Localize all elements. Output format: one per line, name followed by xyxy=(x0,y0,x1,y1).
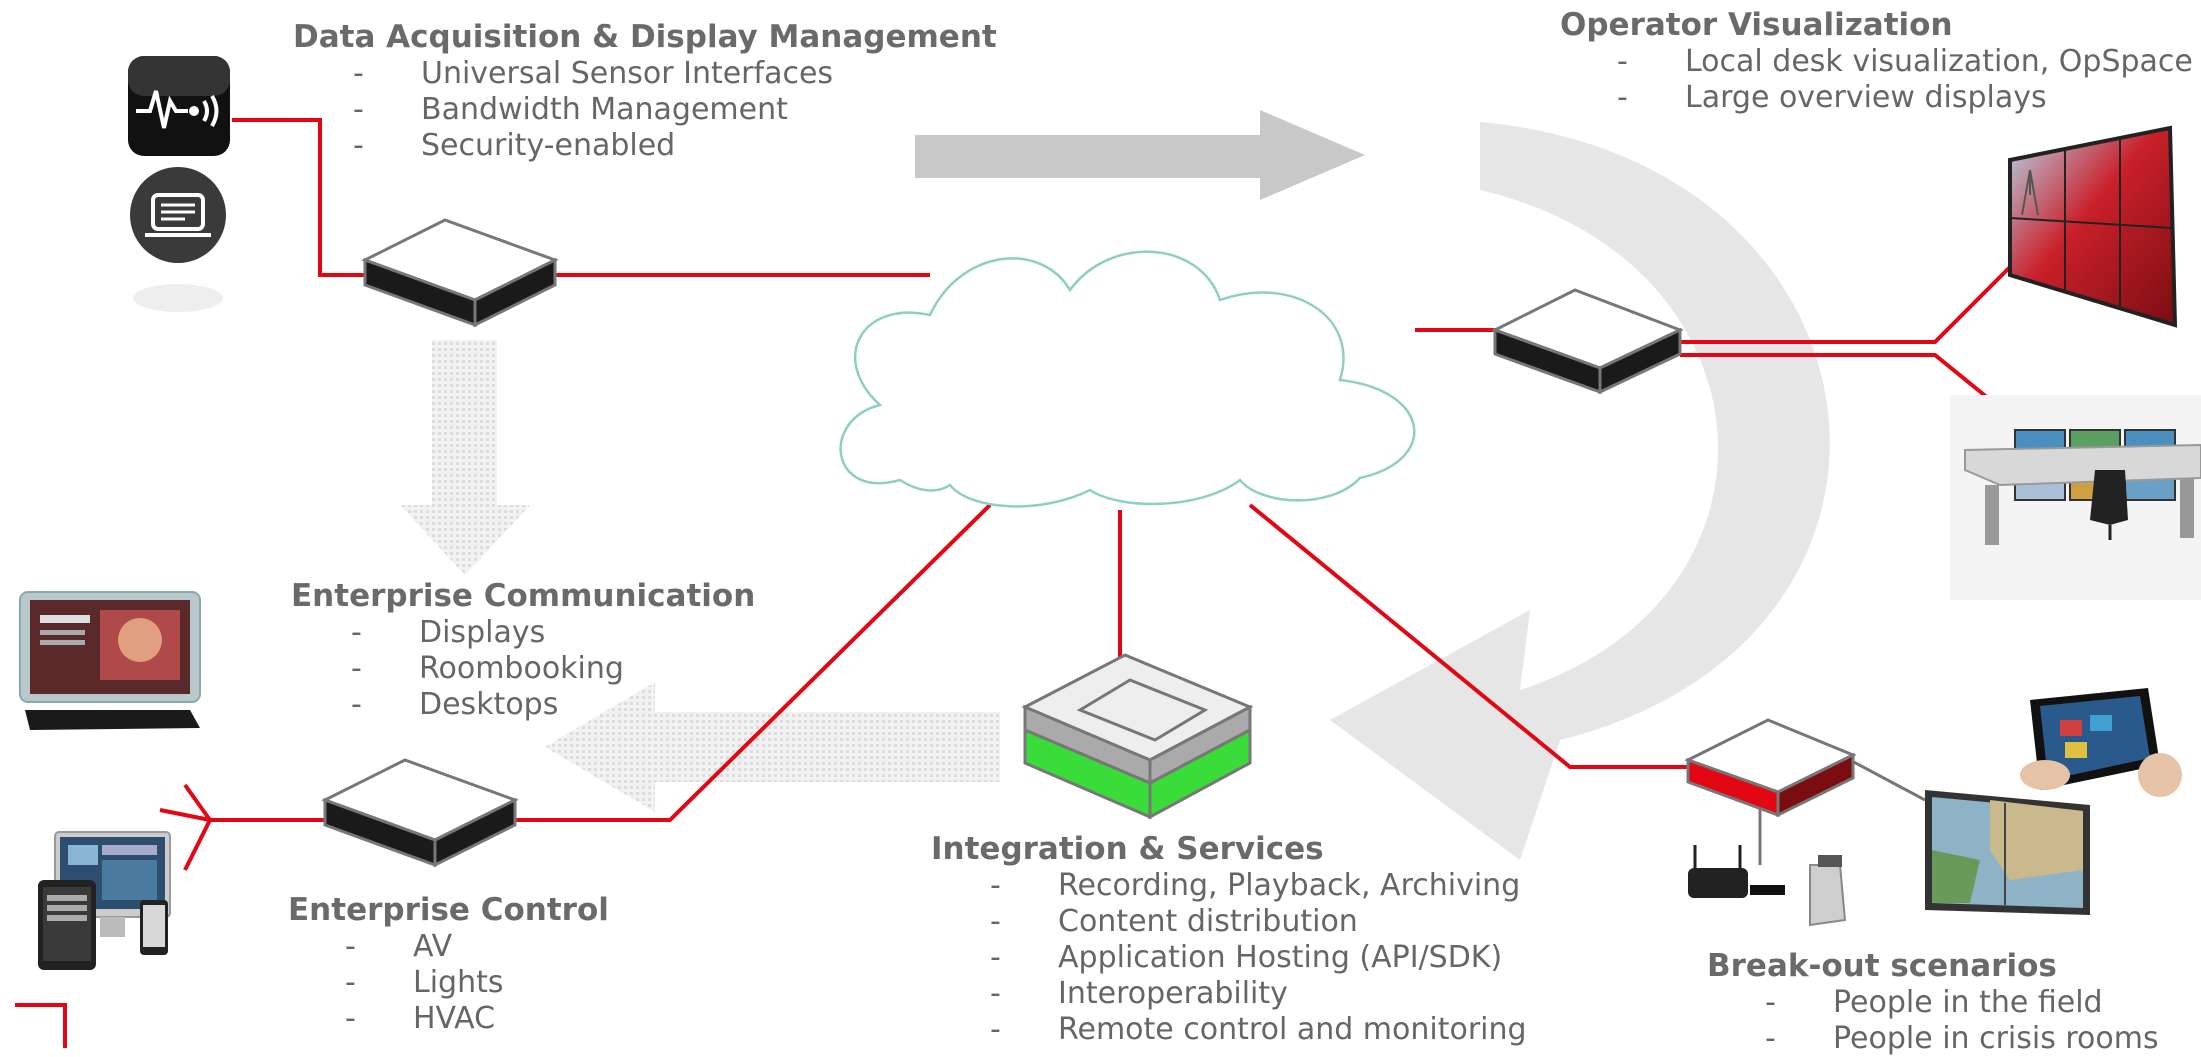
list-item: -People in crisis rooms xyxy=(1765,1021,2159,1056)
list-item: -Bandwidth Management xyxy=(353,92,788,127)
list-item: -Desktops xyxy=(351,687,559,722)
switch-device-icon xyxy=(361,218,559,328)
tablet-icon xyxy=(2020,688,2182,797)
breakout-list: -People in the field -People in crisis r… xyxy=(1765,985,2159,1057)
integration-services-list: -Recording, Playback, Archiving -Content… xyxy=(990,868,1527,1048)
list-item: -Roombooking xyxy=(351,651,624,686)
server-stack-icon xyxy=(1021,653,1254,820)
data-acquisition-title: Data Acquisition & Display Management xyxy=(293,19,997,55)
cycle-arrow xyxy=(1330,122,1830,860)
integration-services-block: Integration & Services -Recording, Playb… xyxy=(931,830,1527,1048)
video-wall-icon xyxy=(2008,125,2178,328)
map-display-icon xyxy=(1925,790,2090,915)
switch-device-icon xyxy=(321,758,519,868)
breakout-title: Break-out scenarios xyxy=(1707,948,2057,984)
media-player-icon xyxy=(1688,845,1847,927)
integration-services-title: Integration & Services xyxy=(931,831,1324,867)
list-item: -HVAC xyxy=(345,1001,496,1036)
operator-visualization-list: -Local desk visualization, OpSpace -Larg… xyxy=(1617,44,2193,116)
connection-lines xyxy=(15,118,2017,1048)
list-item: -Content distribution xyxy=(990,904,1358,939)
operator-visualization-block: Operator Visualization -Local desk visua… xyxy=(1560,6,2193,116)
list-item: -Recording, Playback, Archiving xyxy=(990,868,1521,903)
list-item: -Remote control and monitoring xyxy=(990,1012,1527,1047)
sensor-icon xyxy=(128,56,230,156)
devices-icon xyxy=(38,831,171,970)
list-item: -AV xyxy=(345,929,453,964)
data-acquisition-list: -Universal Sensor Interfaces -Bandwidth … xyxy=(353,56,997,164)
switch-device-icon xyxy=(1684,718,1857,818)
list-item: -Lights xyxy=(345,965,504,1000)
enterprise-control-list: -AV -Lights -HVAC xyxy=(345,929,609,1037)
data-acquisition-block: Data Acquisition & Display Management -U… xyxy=(293,18,997,164)
list-item: -Displays xyxy=(351,615,546,650)
breakout-block: Break-out scenarios -People in the field… xyxy=(1707,947,2159,1057)
list-item: -Large overview displays xyxy=(1617,80,2047,115)
breakout-links xyxy=(1758,758,1926,865)
enterprise-control-block: Enterprise Control -AV -Lights -HVAC xyxy=(288,891,609,1037)
enterprise-communication-list: -Displays -Roombooking -Desktops xyxy=(351,615,755,723)
flow-arrow-left xyxy=(545,682,1000,812)
enterprise-communication-title: Enterprise Communication xyxy=(291,578,756,614)
flow-arrow-right xyxy=(915,110,1365,200)
list-item: -Security-enabled xyxy=(353,128,676,163)
operator-visualization-title: Operator Visualization xyxy=(1560,7,1953,43)
switch-device-icon xyxy=(1491,288,1684,395)
list-item: -Local desk visualization, OpSpace xyxy=(1617,44,2193,79)
enterprise-communication-block: Enterprise Communication -Displays -Room… xyxy=(291,577,755,723)
tv-display-icon xyxy=(19,591,201,730)
list-item: -Interoperability xyxy=(990,976,1288,1011)
list-item: -People in the field xyxy=(1765,985,2103,1020)
list-item: -Application Hosting (API/SDK) xyxy=(990,940,1503,975)
flow-arrow-down xyxy=(400,340,530,575)
control-desk-icon xyxy=(1950,395,2201,600)
list-item: -Universal Sensor Interfaces xyxy=(353,56,834,91)
desktop-icon xyxy=(130,167,226,312)
network-cloud-icon xyxy=(839,250,1416,508)
enterprise-control-title: Enterprise Control xyxy=(288,892,609,928)
